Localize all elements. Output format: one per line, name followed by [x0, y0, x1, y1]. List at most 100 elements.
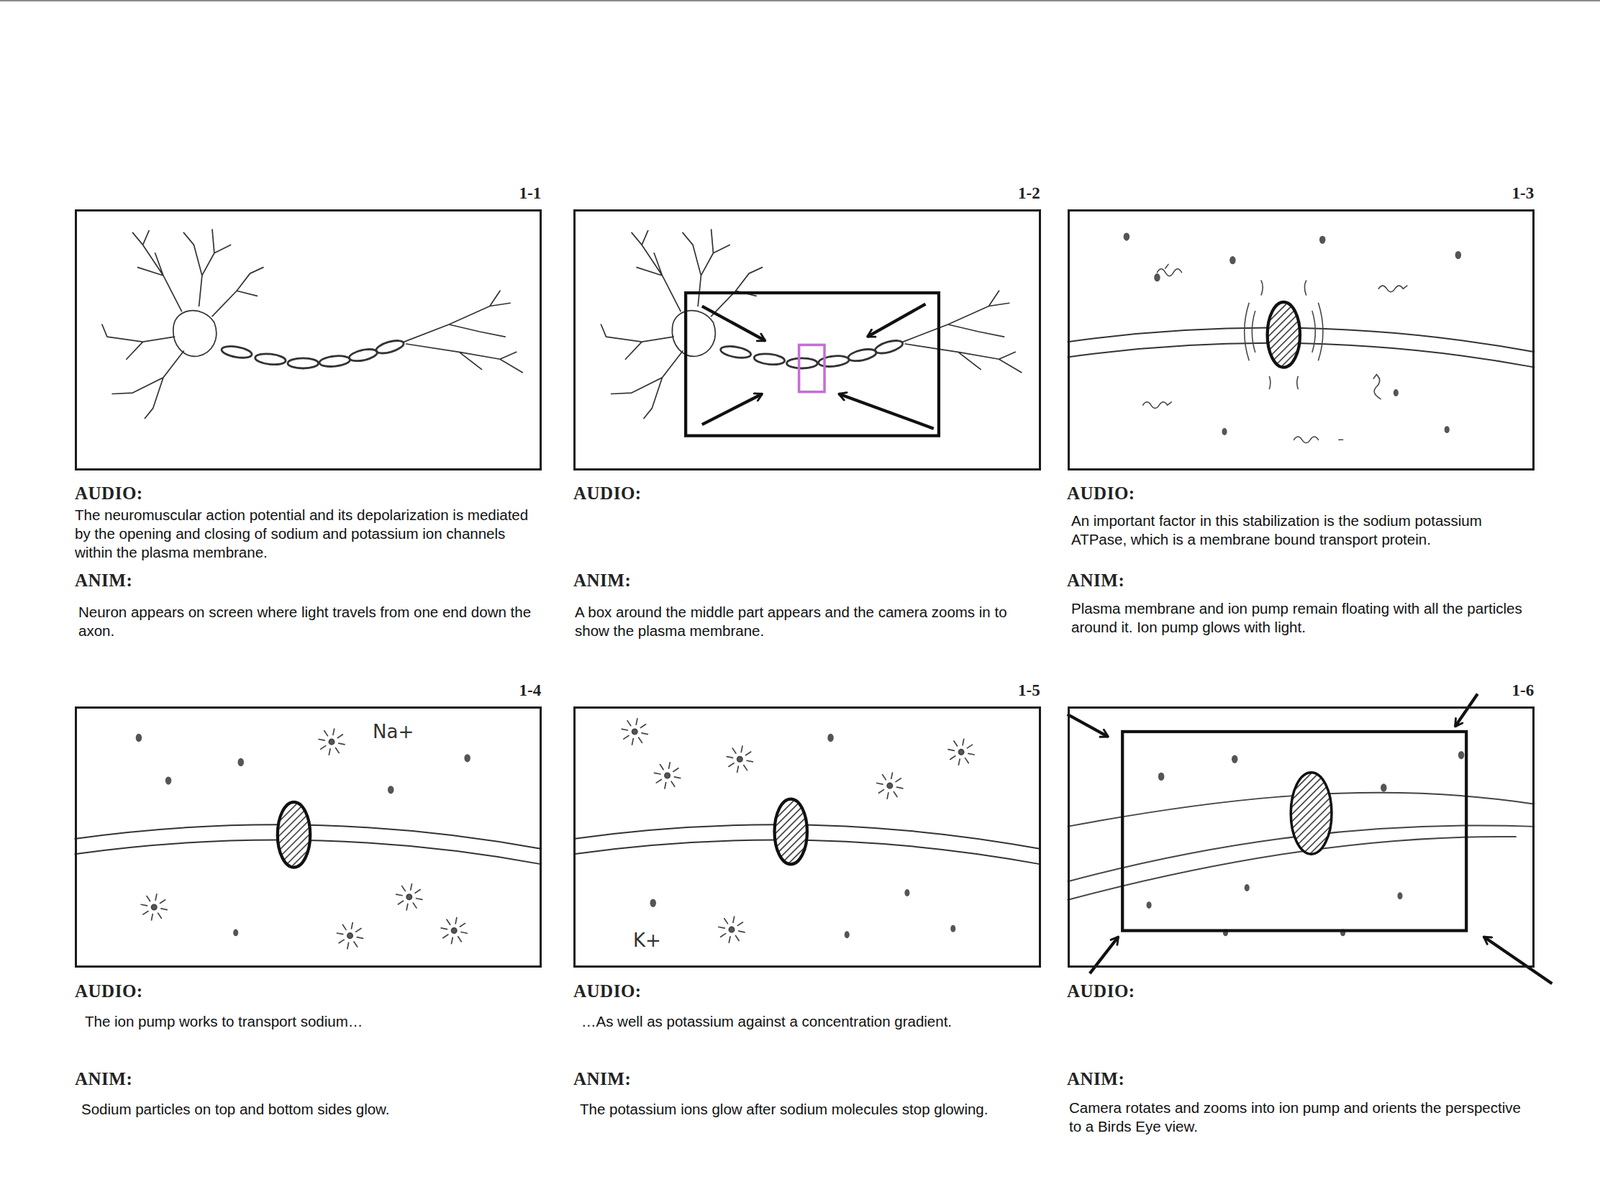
glow-ray — [410, 884, 413, 890]
frame-number: 1-2 — [1017, 184, 1041, 203]
glow-ray — [406, 903, 408, 910]
glow-ray — [671, 781, 675, 787]
ion-dot — [451, 928, 457, 934]
glow-ray — [412, 902, 417, 908]
glow-ray — [876, 782, 883, 785]
glow-ray — [161, 908, 167, 911]
ion-dot — [347, 933, 353, 939]
glow-ray — [641, 724, 647, 729]
glow-ray — [158, 912, 162, 918]
glow-ray — [621, 728, 628, 731]
glow-ray — [728, 936, 731, 943]
membrane-scene — [74, 733, 543, 937]
glow-ray — [320, 746, 326, 750]
frame-number: 1-5 — [1017, 681, 1041, 700]
glow-ray — [458, 936, 462, 942]
glow-ray — [893, 791, 898, 797]
frame-number: 1-4 — [518, 681, 542, 700]
audio-heading: AUDIO: — [1066, 483, 1136, 504]
anim-heading: ANIM: — [74, 570, 133, 591]
ion-dot — [328, 738, 334, 744]
glow-ray — [882, 774, 887, 780]
glow-ray — [415, 898, 422, 900]
ion-dot — [737, 756, 743, 762]
glow-ray — [718, 926, 725, 929]
anim-text: Neuron appears on screen where light tra… — [78, 602, 543, 641]
glow-ray — [654, 772, 661, 775]
anim-heading: ANIM: — [573, 1069, 631, 1090]
audio-text: An important factor in this stabilizatio… — [1071, 511, 1532, 549]
glow-ray — [737, 766, 739, 772]
glow-ray — [724, 918, 729, 924]
glow-ray — [656, 779, 662, 783]
audio-heading: AUDIO: — [1066, 981, 1136, 1002]
glow-ray — [738, 930, 745, 933]
anim-heading: ANIM: — [74, 1069, 133, 1090]
glow-ray — [338, 939, 344, 944]
anim-text: Plasma membrane and ion pump remain floa… — [1071, 599, 1532, 637]
ion-dot — [728, 926, 734, 932]
glow-ray — [878, 789, 884, 794]
anim-heading: ANIM: — [573, 570, 631, 591]
frame-number: 1-6 — [1512, 681, 1535, 700]
glow-ray — [728, 763, 734, 767]
glow-ray — [891, 772, 893, 779]
glow-ray — [720, 933, 726, 938]
storyboard-frame: 1-1 — [74, 209, 543, 471]
glow-ray — [965, 758, 970, 764]
glow-ray — [455, 917, 457, 924]
glow-ray — [635, 718, 638, 725]
audio-heading: AUDIO: — [573, 483, 642, 504]
glow-ray — [948, 749, 954, 752]
audio-heading: AUDIO: — [573, 981, 642, 1002]
glow-ray — [659, 764, 664, 770]
glow-ray — [415, 889, 421, 894]
glow-ray — [335, 747, 339, 753]
glow-ray — [674, 776, 680, 779]
ion-dot — [958, 749, 964, 755]
ion-label: K+ — [633, 929, 662, 952]
ion-dot — [151, 904, 157, 910]
glow-ray — [950, 756, 956, 760]
zoom-scene — [1067, 693, 1553, 984]
storyboard-frame: 1-3 — [1067, 209, 1536, 471]
glow-ray — [356, 937, 363, 939]
glow-ray — [623, 735, 629, 739]
glow-ray — [446, 919, 451, 925]
glow-ray — [141, 904, 147, 906]
membrane-scene — [1067, 232, 1536, 443]
audio-text: …As well as potassium against a concentr… — [581, 1012, 1039, 1031]
ion-dot — [664, 772, 670, 778]
glow-ray — [641, 733, 648, 735]
storyboard-frame: 1-6 — [1067, 706, 1536, 968]
glow-ray — [397, 900, 403, 905]
glow-ray — [897, 787, 903, 789]
ion-label: Na+ — [372, 720, 414, 743]
glow-ray — [962, 738, 965, 745]
glow-ray — [143, 910, 149, 915]
storyboard-frame: 1-4 — [74, 706, 543, 968]
frame-number: 1-3 — [1512, 184, 1535, 203]
glow-ray — [733, 916, 735, 923]
neuron — [600, 229, 1021, 418]
anim-heading: ANIM: — [1066, 1069, 1125, 1090]
audio-heading: AUDIO: — [74, 981, 144, 1002]
glow-ray — [356, 928, 362, 932]
glow-ray — [638, 737, 643, 743]
anim-text: Sodium particles on top and bottom sides… — [81, 1100, 539, 1119]
anim-heading: ANIM: — [1066, 570, 1125, 591]
glow-ray — [353, 941, 358, 947]
frame-number: 1-1 — [518, 184, 542, 203]
glow-ray — [328, 748, 331, 755]
glow-ray — [673, 768, 679, 772]
glow-ray — [443, 934, 449, 939]
zoom-box — [685, 292, 939, 436]
glow-ray — [741, 746, 743, 752]
glow-ray — [155, 894, 157, 900]
glow-ray — [669, 762, 671, 769]
glow-ray — [159, 900, 165, 904]
glow-ray — [342, 924, 347, 930]
glow-ray — [958, 758, 960, 765]
glow-ray — [737, 922, 743, 926]
anim-text: A box around the middle part appears and… — [574, 602, 1042, 641]
